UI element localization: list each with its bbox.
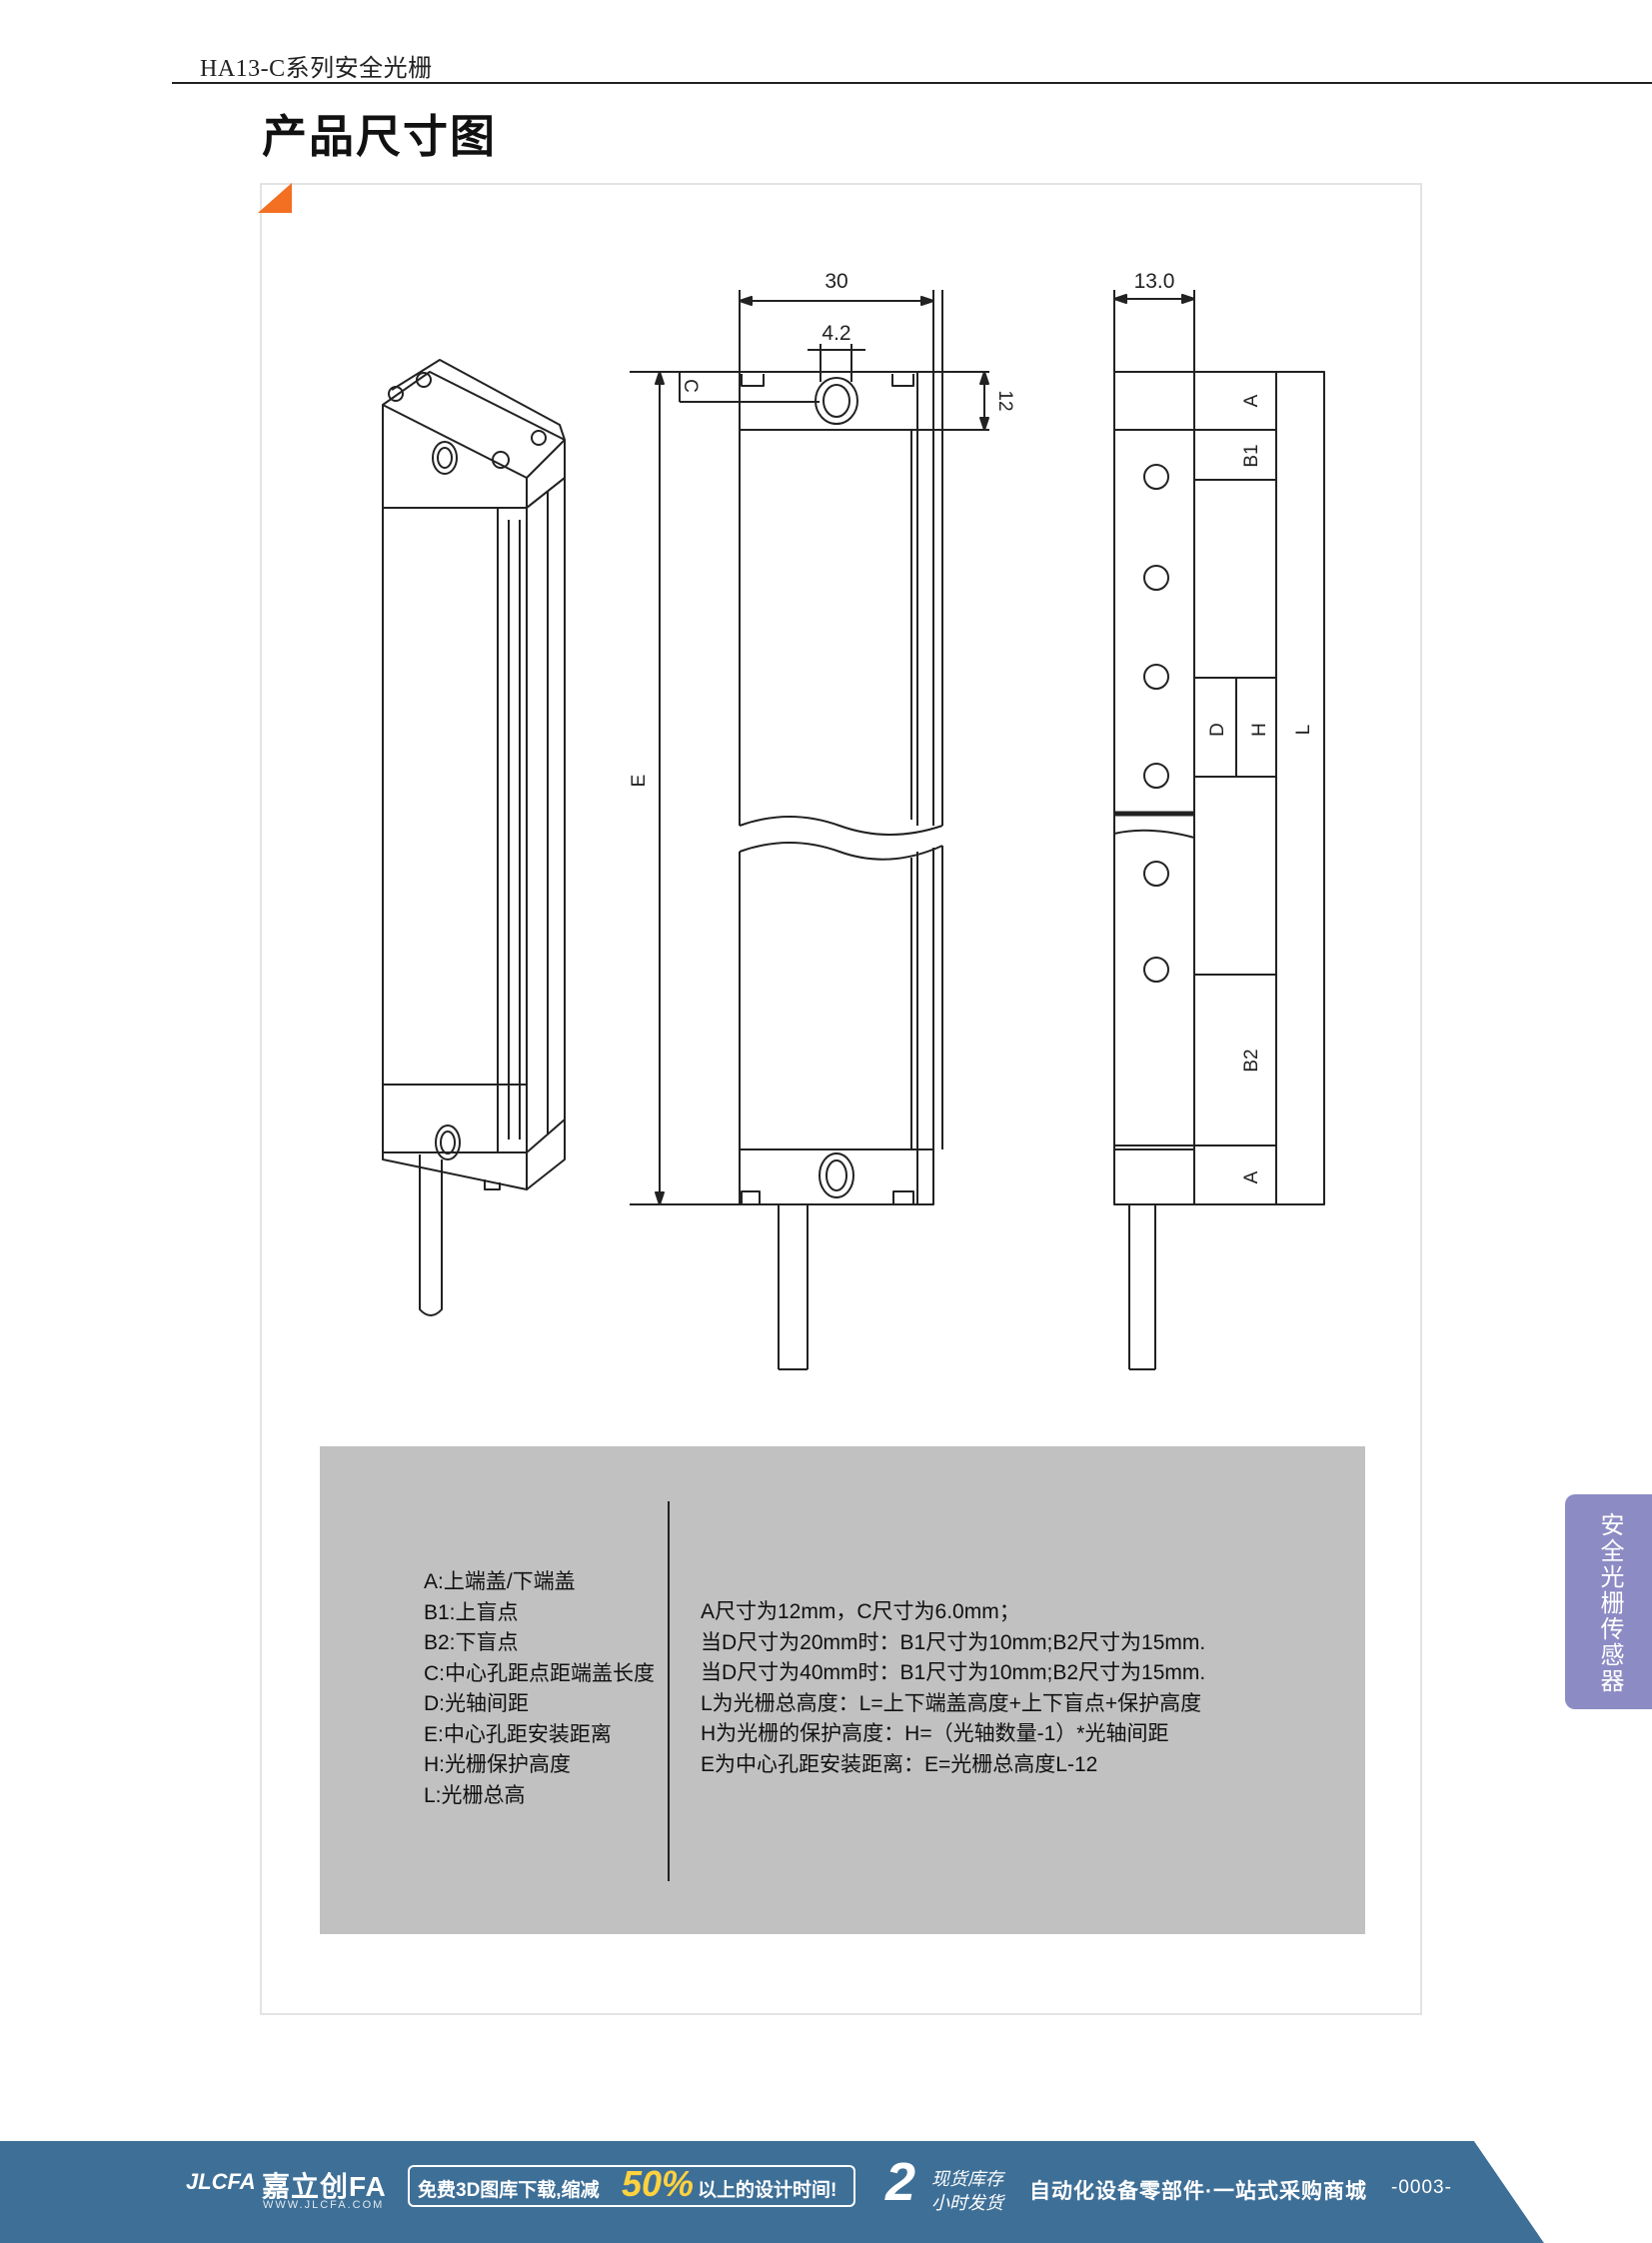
page-number: -0003- bbox=[1391, 2177, 1452, 2198]
isometric-view bbox=[382, 359, 566, 1316]
dim-cap-height-label: 12 bbox=[994, 390, 1015, 411]
legend-box bbox=[320, 1446, 1365, 1934]
legend-definition: E:中心孔距安装距离 bbox=[424, 1722, 612, 1746]
dim-l-label: L bbox=[1293, 725, 1314, 736]
dim-depth-label: 13.0 bbox=[1134, 270, 1175, 293]
legend-definition: L:光栅总高 bbox=[424, 1783, 526, 1807]
legend-note: 当D尺寸为40mm时：B1尺寸为10mm;B2尺寸为15mm. bbox=[701, 1661, 1206, 1684]
legend-note: E为中心孔距安装距离：E=光栅总高度L-12 bbox=[701, 1752, 1098, 1776]
front-view bbox=[630, 290, 989, 1370]
stock-badge-line1: 现货库存 bbox=[931, 2169, 1003, 2189]
stock-badge-number: 2 bbox=[885, 2152, 916, 2212]
series-title: HA13-C系列安全光栅 bbox=[200, 56, 433, 82]
header-rule bbox=[172, 82, 1652, 84]
promo-suffix: 以上的设计时间! bbox=[698, 2180, 837, 2201]
footer-slogan: 自动化设备零部件·一站式采购商城 bbox=[1029, 2180, 1367, 2203]
legend-definitions: A:上端盖/下端盖 B1:上盲点 B2:下盲点 C:中心孔距点距端盖长度 D:光… bbox=[424, 1567, 655, 1811]
dim-a-bottom-label: A bbox=[1241, 1170, 1262, 1183]
legend-note: A尺寸为12mm，C尺寸为6.0mm； bbox=[701, 1600, 1020, 1623]
legend-definition: D:光轴间距 bbox=[424, 1692, 529, 1715]
dim-h-label: H bbox=[1249, 723, 1270, 737]
legend-divider bbox=[668, 1501, 670, 1881]
category-side-tab[interactable] bbox=[1565, 1494, 1652, 1709]
dim-e-label: E bbox=[629, 775, 650, 788]
legend-note: H为光栅的保护高度：H=（光轴数量-1）*光轴间距 bbox=[701, 1722, 1169, 1745]
promo-percent: 50% bbox=[622, 2163, 695, 2204]
dimension-drawing: 30 4.2 C 12 E 13.0 A B1 D H L B2 A bbox=[382, 270, 1325, 1370]
legend-definition: H:光栅保护高度 bbox=[424, 1753, 571, 1776]
dim-b1-label: B1 bbox=[1241, 444, 1262, 467]
logo-mark[interactable]: JLCFA bbox=[186, 2169, 256, 2194]
dim-a-top-label: A bbox=[1241, 394, 1262, 407]
stock-badge-line2: 小时发货 bbox=[931, 2193, 1003, 2213]
logo-url[interactable]: WWW.JLCFA.COM bbox=[263, 2199, 385, 2211]
side-view bbox=[1113, 290, 1325, 1370]
legend-note: L为光栅总高度：L=上下端盖高度+上下盲点+保护高度 bbox=[701, 1691, 1202, 1715]
legend-note: 当D尺寸为20mm时：B1尺寸为10mm;B2尺寸为15mm. bbox=[701, 1630, 1206, 1654]
legend-definition: B1:上盲点 bbox=[424, 1600, 519, 1624]
dim-c-label: C bbox=[680, 379, 701, 393]
footer-background bbox=[0, 2141, 1652, 2243]
legend-definition: C:中心孔距点距端盖长度 bbox=[424, 1661, 655, 1685]
promo-prefix: 免费3D图库下载,缩减 bbox=[418, 2180, 600, 2201]
category-side-tab-label: 安全光栅传感器 bbox=[1596, 1512, 1623, 1694]
legend-notes: A尺寸为12mm，C尺寸为6.0mm； 当D尺寸为20mm时：B1尺寸为10mm… bbox=[701, 1597, 1205, 1780]
logo-name[interactable]: 嘉立创FA bbox=[262, 2171, 387, 2202]
legend-definition: A:上端盖/下端盖 bbox=[424, 1570, 576, 1593]
footer-banner bbox=[0, 2141, 1652, 2243]
corner-accent bbox=[258, 183, 292, 213]
promo-box bbox=[408, 2165, 855, 2207]
drawing-frame bbox=[260, 183, 1422, 2015]
dim-width-label: 30 bbox=[825, 270, 847, 293]
dim-d-label: D bbox=[1207, 723, 1228, 737]
legend-definition: B2:下盲点 bbox=[424, 1631, 519, 1654]
dim-b2-label: B2 bbox=[1241, 1049, 1262, 1072]
dim-hole-width-label: 4.2 bbox=[822, 322, 850, 345]
page-title: 产品尺寸图 bbox=[262, 111, 498, 162]
